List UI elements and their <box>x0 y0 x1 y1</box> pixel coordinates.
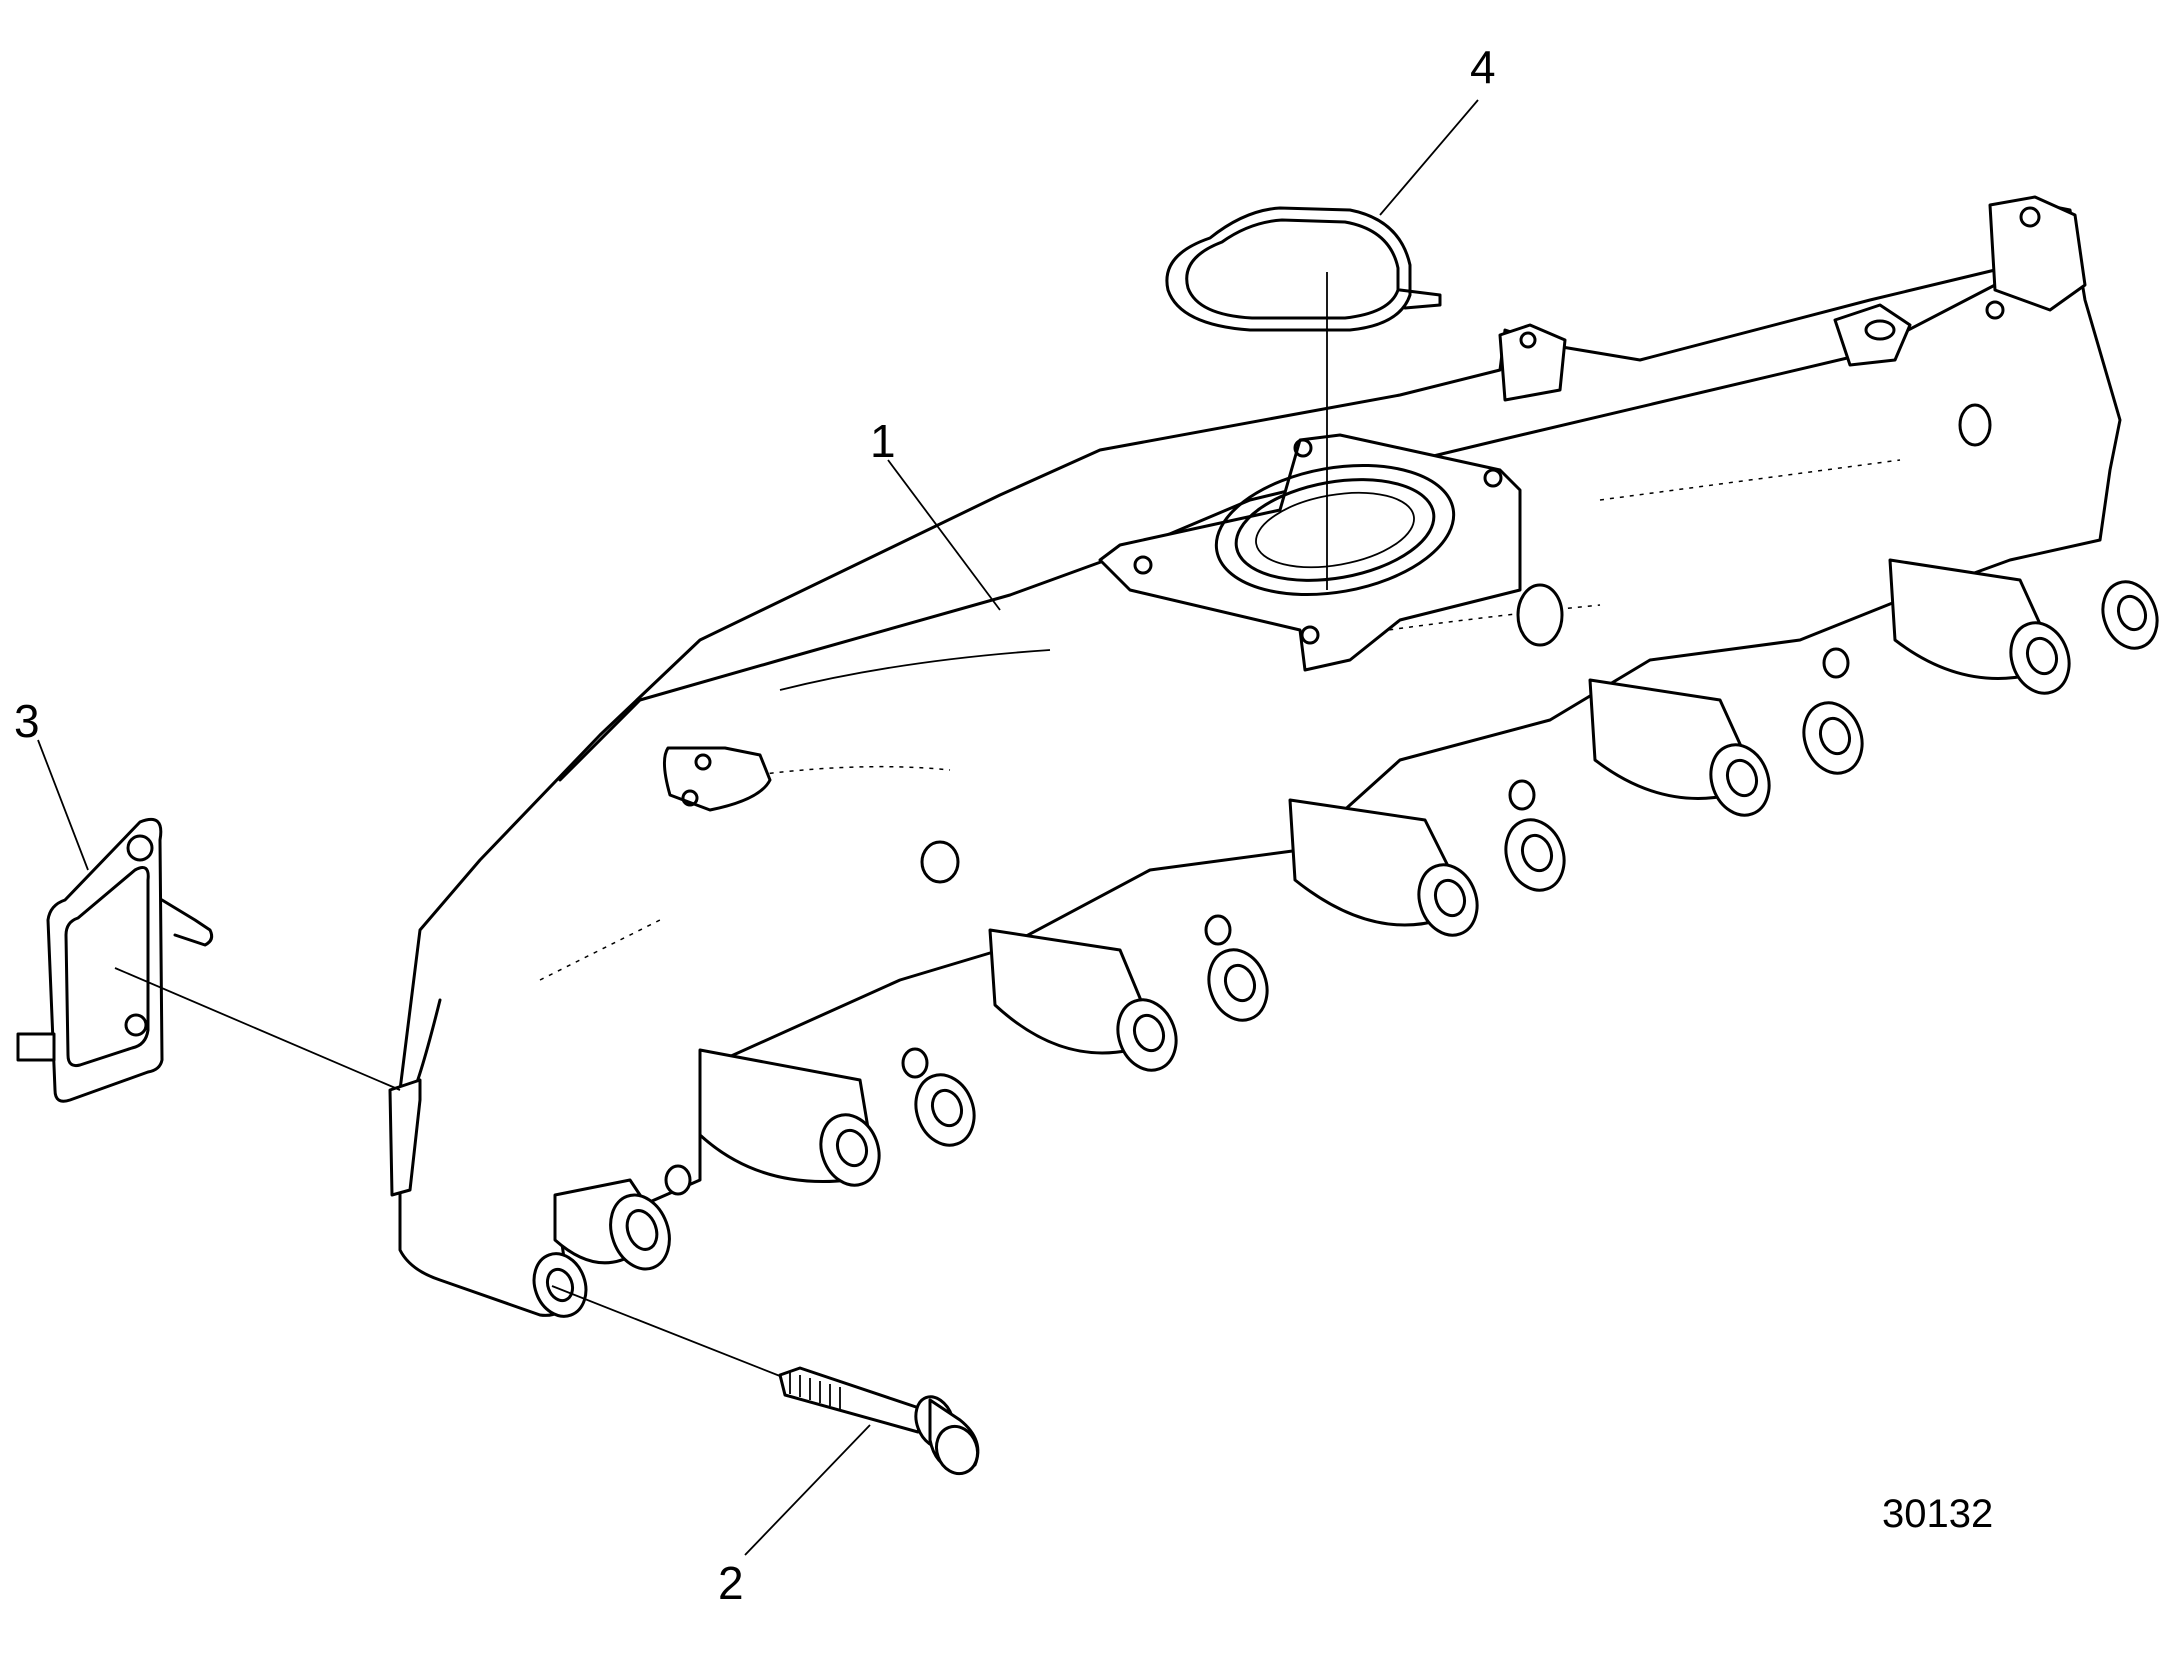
callout-3: 3 <box>14 695 40 747</box>
exhaust-manifold <box>388 195 2159 1318</box>
callout-2: 2 <box>718 1557 744 1609</box>
bolt <box>551 1285 980 1476</box>
outlet-flange-gasket <box>1165 206 1442 590</box>
callout-1: 1 <box>870 415 896 467</box>
figure-id: 30132 <box>1882 1492 1994 1536</box>
leader-4 <box>1379 99 1479 216</box>
leader-1 <box>887 459 1001 611</box>
leader-3 <box>37 739 89 871</box>
callout-4: 4 <box>1470 41 1496 93</box>
callout-leaders <box>37 99 1479 1556</box>
manifold-port-gasket <box>16 817 401 1103</box>
leader-2 <box>744 1424 871 1556</box>
